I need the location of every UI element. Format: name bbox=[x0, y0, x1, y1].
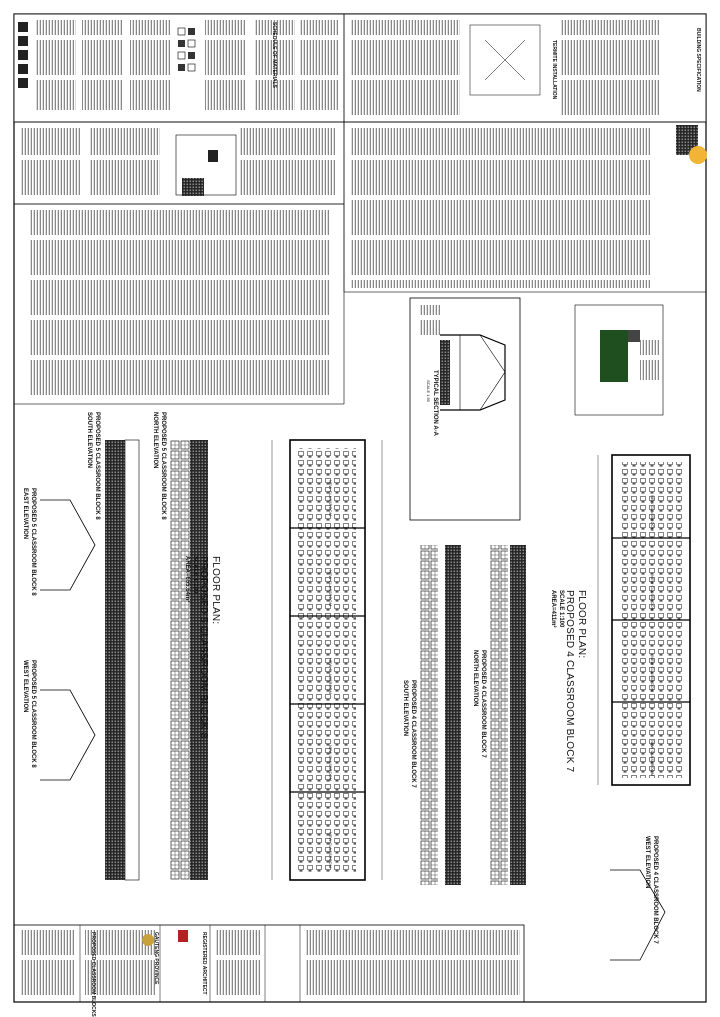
block7-plan-name: PROPOSED 4 CLASSROOM BLOCK 7 bbox=[564, 590, 575, 773]
classroom-label-b7-4: NEW CLASSROOM bbox=[650, 740, 655, 777]
b7-south-elevation-sub: SOUTH ELEVATION bbox=[402, 680, 408, 737]
block8-plan-title: FLOOR PLAN: bbox=[210, 556, 221, 625]
b8-east-elevation-sub: EAST ELEVATION bbox=[22, 488, 28, 540]
company-logo-icon bbox=[178, 930, 188, 942]
b7-west-elevation-sub: WEST ELEVATION bbox=[644, 836, 650, 889]
b8-west-elevation-label: PROPOSED 5 CLASSROOM BLOCK 8 bbox=[30, 660, 36, 768]
b7-south-elevation-label: PROPOSED 4 CLASSROOM BLOCK 7 bbox=[410, 680, 416, 788]
classroom-label-b8-2: NEW CLASSROOM bbox=[328, 570, 333, 607]
page-marker-icon bbox=[689, 146, 707, 164]
section-aa bbox=[409, 297, 521, 521]
notes-panel-left bbox=[13, 13, 345, 405]
b8-south-elevation-sub: SOUTH ELEVATION bbox=[86, 412, 92, 469]
classroom-label-b8-3: NEW CLASSROOM bbox=[328, 658, 333, 695]
title-block bbox=[13, 924, 525, 1003]
block7-plan-title: FLOOR PLAN: bbox=[576, 590, 587, 659]
classroom-label-b7-1: NEW CLASSROOM bbox=[650, 495, 655, 532]
notes-panel-right bbox=[343, 13, 707, 293]
section-scale: SCALE 1:50 bbox=[426, 380, 431, 403]
block7-plan-scale: SCALE 1:100 bbox=[558, 590, 564, 628]
b8-west-elevation-sub: WEST ELEVATION bbox=[22, 660, 28, 713]
classroom-label-b7-2: NEW CLASSROOM bbox=[650, 575, 655, 612]
classroom-label-b8-4: NEW CLASSROOM bbox=[328, 745, 333, 782]
block7-plan-area: AREA=411m² bbox=[550, 590, 556, 628]
b8-north-elevation-sub: NORTH ELEVATION bbox=[152, 412, 158, 469]
title-block-company: REGISTERED ARCHITECT bbox=[201, 932, 207, 995]
block8-floor-plan bbox=[271, 439, 383, 881]
block7-floor-plan bbox=[597, 454, 691, 786]
classroom-label-b7-3: NEW CLASSROOM bbox=[650, 656, 655, 693]
legend-symbols bbox=[177, 27, 196, 72]
title-block-project: PROPOSED CLASSROOM BLOCKS bbox=[90, 932, 96, 1017]
classroom-label-b8-1: NEW CLASSROOM bbox=[328, 480, 333, 517]
block8-plan-area: AREA=655.64m² bbox=[184, 556, 190, 603]
b8-east-elevation-label: PROPOSED 5 CLASSROOM BLOCK 8 bbox=[30, 488, 36, 596]
block7-west-elevation bbox=[610, 869, 666, 961]
block8-elevations bbox=[40, 439, 208, 881]
foundation-detail bbox=[574, 304, 664, 416]
notes-heading-2: TERMITE INSTALLATION bbox=[551, 40, 557, 100]
b7-north-elevation-sub: NORTH ELEVATION bbox=[472, 650, 478, 707]
b7-west-elevation-label: PROPOSED 4 CLASSROOM BLOCK 7 bbox=[652, 836, 658, 944]
notes-heading: BUILDING SPECIFICATION bbox=[695, 28, 701, 92]
b8-north-elevation-label: PROPOSED 5 CLASSROOM BLOCK 8 bbox=[160, 412, 166, 520]
b8-south-elevation-label: PROPOSED 5 CLASSROOM BLOCK 8 bbox=[94, 412, 100, 520]
province-crest-icon bbox=[142, 934, 154, 946]
block7-elevations bbox=[420, 545, 526, 885]
legend-heading: SCHEDULE OF MATERIALS bbox=[271, 22, 277, 89]
block8-plan-name: PROPOSED 5 CLASSROOM BLOCK 8 bbox=[198, 556, 209, 739]
block8-plan-scale: SCALE 1:100 bbox=[192, 556, 198, 594]
title-block-client: GAUTENG PROVINCE bbox=[153, 932, 159, 985]
b7-north-elevation-label: PROPOSED 4 CLASSROOM BLOCK 7 bbox=[480, 650, 486, 758]
classroom-label-b8-5: NEW CLASSROOM bbox=[328, 832, 333, 869]
section-label: TYPICAL SECTION A-A bbox=[432, 370, 438, 437]
